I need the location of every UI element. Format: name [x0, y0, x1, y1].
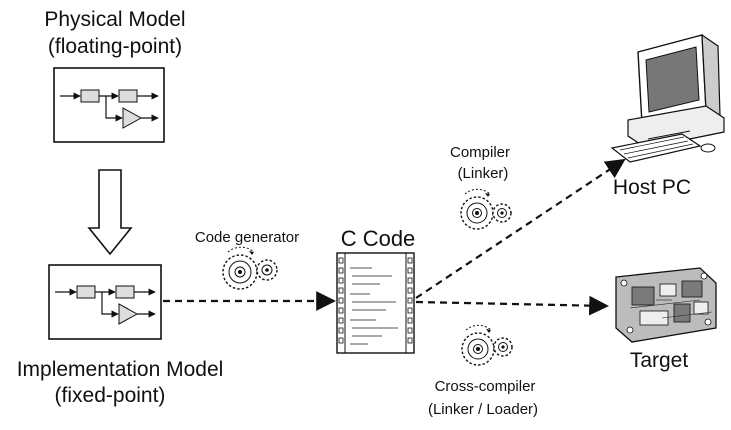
implementation-model-block-diagram: [48, 264, 162, 340]
gears-icon: [460, 188, 512, 230]
cross-compiler-label: Cross-compiler: [435, 378, 536, 395]
computer-icon: [610, 33, 725, 163]
circuit-board-icon: [615, 267, 717, 343]
code-generator-label: Code generator: [195, 229, 299, 246]
gears-icon: [222, 246, 278, 290]
document-icon: [336, 252, 415, 354]
cross-compiler-linker-label: (Linker / Loader): [428, 401, 538, 418]
physical-model-subtitle: (floating-point): [48, 35, 182, 58]
target-label: Target: [630, 349, 689, 372]
implementation-model-title: Implementation Model: [17, 358, 224, 381]
compiler-label: Compiler: [450, 144, 510, 161]
cross-compile-arrow: [415, 295, 609, 316]
compile-arrow: [415, 158, 626, 299]
down-arrow-icon: [87, 169, 133, 256]
physical-model-title: Physical Model: [44, 8, 185, 31]
compiler-linker-label: (Linker): [458, 165, 509, 182]
c-code-label: C Code: [341, 226, 416, 251]
physical-model-block-diagram: [53, 67, 165, 143]
host-pc-label: Host PC: [613, 176, 691, 199]
gears-icon: [461, 324, 513, 366]
implementation-model-subtitle: (fixed-point): [55, 384, 166, 407]
